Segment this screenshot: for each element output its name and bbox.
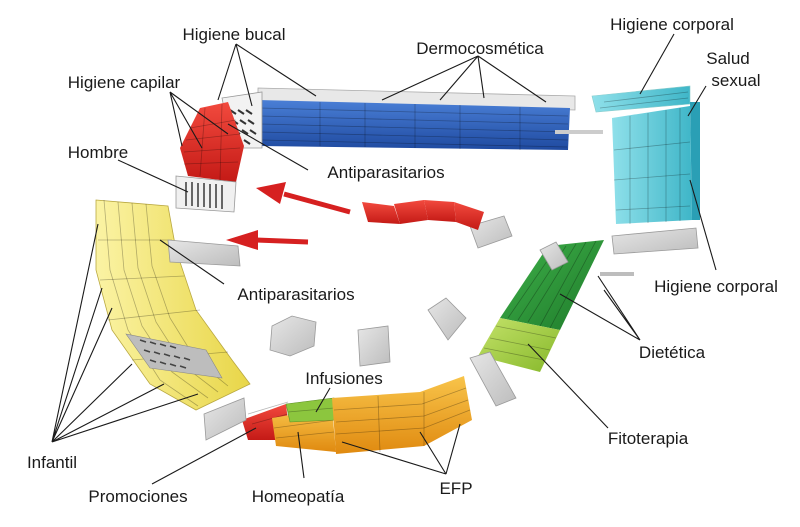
grey-blocks <box>167 215 699 441</box>
label-higiene-bucal: Higiene bucal <box>182 25 285 44</box>
label-higiene-corporal-right: Higiene corporal <box>654 277 778 296</box>
label-homeopatia: Homeopatía <box>252 487 345 506</box>
label-antiparasitarios-top: Antiparasitarios <box>327 163 444 182</box>
efp-shelves <box>332 376 472 454</box>
label-salud-sexual-2: sexual <box>711 71 760 90</box>
leader-lines <box>51 33 717 485</box>
arrow-head-lower <box>226 230 258 250</box>
label-efp: EFP <box>439 479 472 498</box>
flow-arrows <box>226 182 351 250</box>
fitoterapia-shelves <box>478 318 560 372</box>
label-fitoterapia: Fitoterapia <box>608 429 689 448</box>
dietetica-shelves <box>500 240 604 330</box>
higiene-corporal-shelves <box>591 85 700 224</box>
label-dietetica: Dietética <box>639 343 706 362</box>
infusiones-shelves <box>285 397 337 423</box>
label-antiparasitarios-left: Antiparasitarios <box>237 285 354 304</box>
label-promociones: Promociones <box>88 487 187 506</box>
higiene-capilar-shelves <box>180 102 244 182</box>
label-hombre: Hombre <box>68 143 128 162</box>
label-salud-sexual-1: Salud <box>706 49 749 68</box>
label-infantil: Infantil <box>27 453 77 472</box>
hombre-shelves <box>175 175 237 213</box>
labels: Higiene bucal Dermocosmética Higiene cor… <box>27 15 778 506</box>
arrow-head-upper <box>256 182 286 204</box>
label-dermocosmetica: Dermocosmética <box>416 39 544 58</box>
infantil-shelves <box>95 199 251 411</box>
dermocosmetica-shelves <box>257 87 603 150</box>
antiparasitarios-center-shelves <box>362 200 484 230</box>
label-infusiones: Infusiones <box>305 369 383 388</box>
label-higiene-capilar: Higiene capilar <box>68 73 181 92</box>
label-higiene-corporal-top: Higiene corporal <box>610 15 734 34</box>
